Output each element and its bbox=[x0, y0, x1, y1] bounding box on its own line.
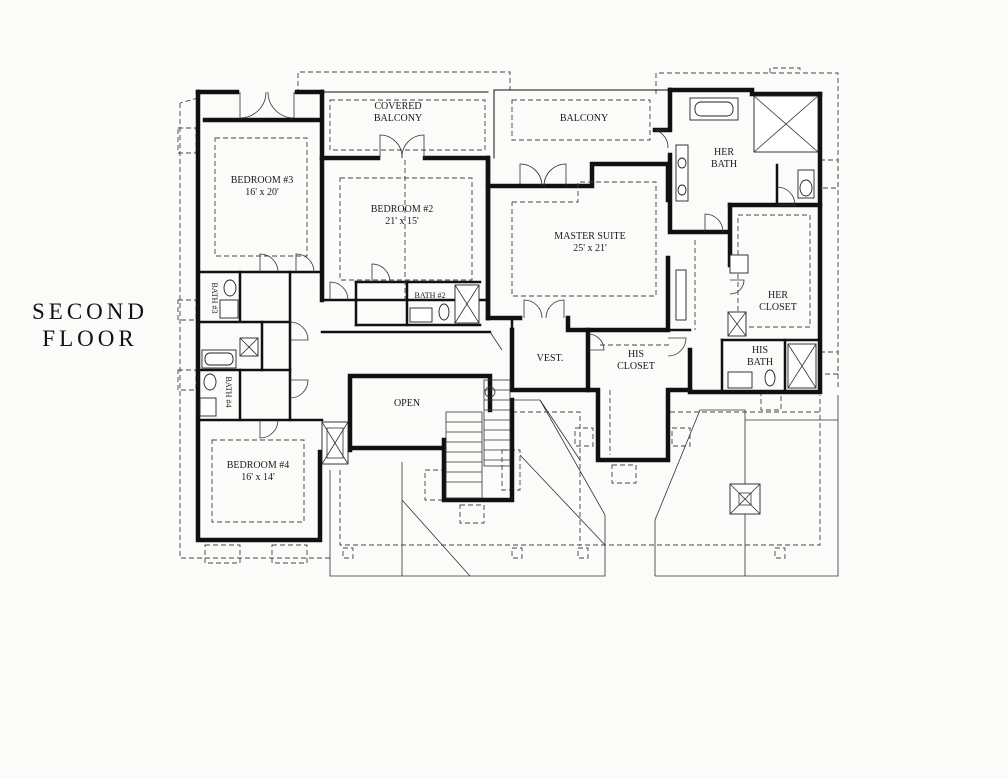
vest-label: VEST. bbox=[537, 353, 564, 364]
her-closet-label-2: CLOSET bbox=[759, 302, 797, 313]
bath2-label: BATH #2 bbox=[415, 291, 446, 300]
her-bath-label-2: BATH bbox=[711, 159, 737, 170]
open-label: OPEN bbox=[394, 398, 420, 409]
walls bbox=[195, 87, 823, 543]
bedroom4-label: BEDROOM #4 bbox=[227, 460, 290, 471]
balcony-label: BALCONY bbox=[560, 113, 608, 124]
her-closet-label-1: HER bbox=[768, 290, 788, 301]
floor-title: SECOND FLOOR bbox=[22, 298, 158, 352]
his-closet-label-2: CLOSET bbox=[617, 361, 655, 372]
master-suite-size: 25' x 21' bbox=[573, 243, 607, 254]
bedroom2-size: 21' x 15' bbox=[385, 216, 419, 227]
floor-title-line1: SECOND bbox=[31, 299, 148, 324]
his-bath-label-2: BATH bbox=[747, 357, 773, 368]
fixtures bbox=[199, 95, 819, 499]
bedroom3-label: BEDROOM #3 bbox=[231, 175, 294, 186]
bedroom3-size: 16' x 20' bbox=[245, 187, 279, 198]
her-bath-label-1: HER bbox=[714, 147, 734, 158]
door-swings bbox=[239, 91, 796, 439]
his-bath-label-1: HIS bbox=[752, 345, 768, 356]
master-suite-label: MASTER SUITE bbox=[554, 231, 625, 242]
his-closet-label-1: HIS bbox=[628, 349, 644, 360]
covered-balcony-label-1: COVERED bbox=[374, 101, 421, 112]
bedroom2-label: BEDROOM #2 bbox=[371, 204, 434, 215]
bath4-label: BATH #4 bbox=[224, 377, 233, 408]
staircase bbox=[445, 379, 511, 499]
floor-title-line2: FLOOR bbox=[42, 326, 138, 351]
bath3-label: BATH #3 bbox=[210, 283, 219, 314]
covered-balcony-label-2: BALCONY bbox=[374, 113, 422, 124]
room-labels: COVERED BALCONY BALCONY BEDROOM #3 16' x… bbox=[210, 101, 797, 483]
bedroom4-size: 16' x 14' bbox=[241, 472, 275, 483]
